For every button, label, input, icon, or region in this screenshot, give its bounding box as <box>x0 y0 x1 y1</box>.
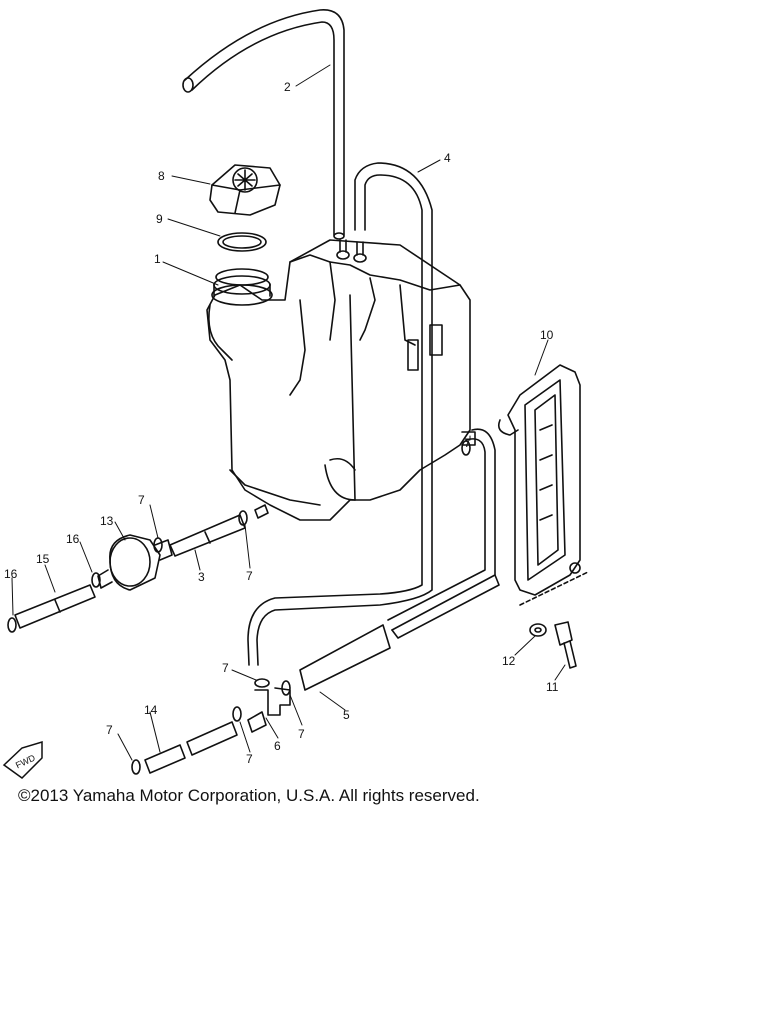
clamp <box>91 572 101 588</box>
copyright-notice: ©2013 Yamaha Motor Corporation, U.S.A. A… <box>18 786 480 805</box>
parts-diagram: FWD 2 4 8 9 1 10 7 7 13 16 15 16 3 7 7 7… <box>2 9 589 779</box>
part-label-3: 3 <box>198 570 205 584</box>
o-ring <box>217 232 267 252</box>
part-label-14: 14 <box>144 703 158 717</box>
part-label-6: 6 <box>274 739 281 753</box>
part-label-12: 12 <box>502 654 516 668</box>
breather-hose <box>247 162 433 666</box>
tank-cap <box>209 164 281 216</box>
hose-joint <box>247 687 291 733</box>
oil-filter <box>97 534 173 591</box>
part-label-1: 1 <box>154 252 161 266</box>
part-label-10: 10 <box>540 328 554 342</box>
part-label-9: 9 <box>156 212 163 226</box>
washer <box>529 623 547 637</box>
part-label-8: 8 <box>158 169 165 183</box>
part-label-16: 16 <box>66 532 80 546</box>
leader-lines <box>11 64 566 761</box>
part-label-7: 7 <box>222 661 229 675</box>
leader-dashed <box>519 571 589 606</box>
oil-tank <box>206 239 476 521</box>
part-label-4: 4 <box>444 151 451 165</box>
clamp <box>131 759 141 775</box>
part-label-5: 5 <box>343 708 350 722</box>
part-label-7: 7 <box>298 727 305 741</box>
oil-feed-hose <box>299 428 500 691</box>
mounting-bolt <box>554 621 577 669</box>
clamp <box>281 680 291 696</box>
part-label-7: 7 <box>106 723 113 737</box>
part-label-11: 11 <box>546 680 559 694</box>
hose-14 <box>144 721 238 774</box>
part-label-13: 13 <box>100 514 114 528</box>
clamp <box>7 617 17 633</box>
part-label-15: 15 <box>36 552 50 566</box>
part-label-7: 7 <box>246 752 253 766</box>
tank-bracket <box>497 364 581 596</box>
part-label-7: 7 <box>138 493 145 507</box>
part-label-7: 7 <box>464 436 471 450</box>
clamp <box>254 678 270 688</box>
part-label-16: 16 <box>4 567 18 581</box>
part-label-7: 7 <box>246 569 253 583</box>
part-label-2: 2 <box>284 80 291 94</box>
fwd-arrow-icon: FWD <box>2 740 43 779</box>
hose-15 <box>14 584 96 629</box>
vent-hose <box>182 9 345 240</box>
hose-3 <box>169 504 269 557</box>
clamp <box>238 510 248 526</box>
clamp <box>461 440 471 456</box>
clamp <box>232 706 242 722</box>
